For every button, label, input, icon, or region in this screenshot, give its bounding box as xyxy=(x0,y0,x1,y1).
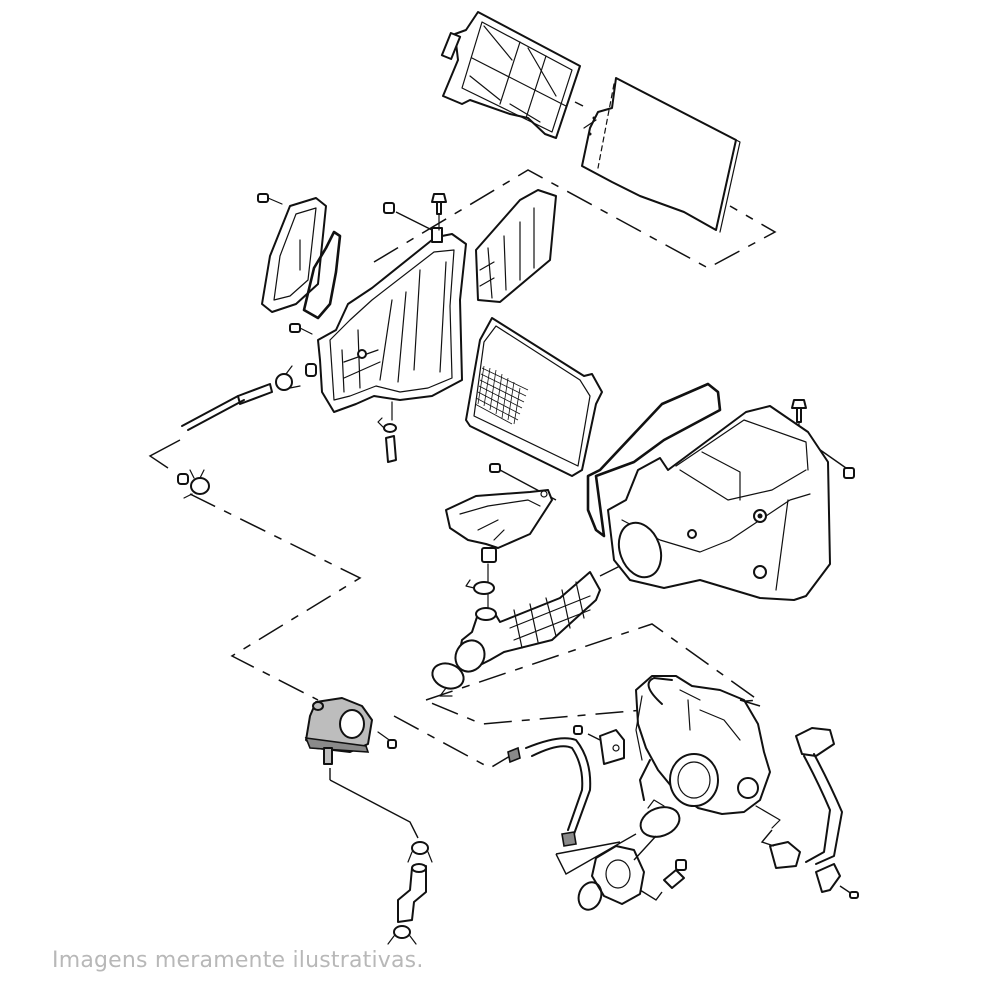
hose-clamp-icon xyxy=(183,469,210,499)
hose-clamp-icon xyxy=(561,831,577,847)
hose-clamp-icon xyxy=(387,925,417,945)
mount-bracket xyxy=(573,725,625,765)
bolt-icon xyxy=(431,193,447,231)
intake-tube-mesh xyxy=(454,563,621,673)
bolts xyxy=(257,193,855,501)
box-gasket xyxy=(586,382,722,538)
breather-hose-right xyxy=(760,727,843,869)
o-ring xyxy=(577,881,603,911)
upper-housing xyxy=(317,227,467,413)
hose-clamp-icon xyxy=(275,365,301,391)
side-cover xyxy=(261,197,327,313)
intake-duct-bellows xyxy=(475,189,557,303)
drain-tube xyxy=(148,363,317,499)
side-gasket xyxy=(302,230,342,320)
bolt-icon xyxy=(377,731,397,749)
mesh-pattern xyxy=(474,365,529,425)
insulator-flange xyxy=(591,835,663,905)
throttle-body xyxy=(635,675,781,829)
hose-clamp-icon xyxy=(507,746,521,764)
pump-valve xyxy=(304,697,419,839)
bolt-icon xyxy=(289,323,313,335)
bolt-icon xyxy=(257,193,283,205)
hose-clamps xyxy=(377,401,397,463)
breather-hose-left xyxy=(507,737,637,875)
bolt-icon xyxy=(663,859,687,889)
lower-air-box xyxy=(607,405,831,601)
nut-icon xyxy=(383,202,433,231)
sensor-bracket xyxy=(815,863,859,899)
housing-seal xyxy=(465,317,603,477)
hose-clamp-icon xyxy=(407,841,433,863)
hose-clamps xyxy=(639,799,681,838)
resonator-cap xyxy=(445,489,553,563)
filter-cover-grid xyxy=(440,11,581,139)
disclaimer-caption: Imagens meramente ilustrativas. xyxy=(52,948,424,973)
filter-element xyxy=(581,77,741,233)
elbow-hose xyxy=(387,841,433,945)
